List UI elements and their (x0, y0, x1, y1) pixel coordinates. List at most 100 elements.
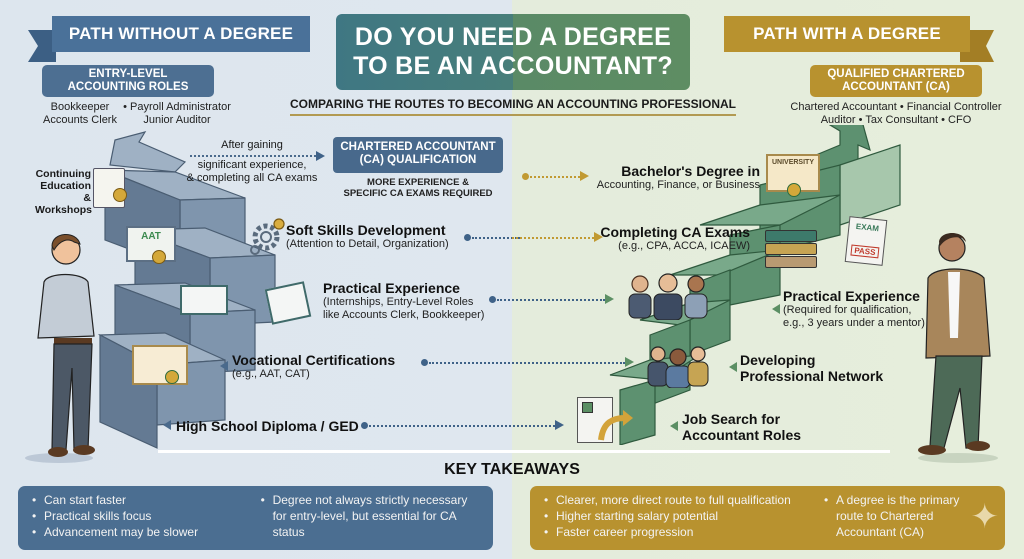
transition-line: significant experience, (197, 159, 307, 171)
diploma-seal-icon (787, 183, 801, 197)
ribbon-label: PATH WITHOUT A DEGREE (68, 24, 294, 43)
aat-label: AAT (141, 231, 161, 242)
path-with-degree-ribbon: PATH WITH A DEGREE (724, 16, 970, 52)
note-line: MORE EXPERIENCE & (367, 177, 469, 188)
role-item: • Payroll Administrator (123, 101, 231, 113)
entry-level-roles-box: ENTRY-LEVEL ACCOUNTING ROLES (42, 65, 214, 97)
person-with-degree-illustration (918, 233, 998, 463)
connector-arrowhead-icon (555, 420, 564, 430)
certificate-seal-icon (165, 370, 179, 384)
exam-paper-icon: EXAM PASS (844, 216, 888, 266)
takeaways-left-col2: Degree not always strictly necessary for… (261, 492, 479, 544)
pointer-left-icon (163, 420, 171, 430)
vocational-certificate-icon (132, 345, 188, 385)
transition-line: & completing all CA exams (186, 172, 318, 184)
connector-line (497, 299, 605, 301)
ca-requirement-note: MORE EXPERIENCE & SPECIFIC CA EXAMS REQU… (333, 177, 503, 199)
connector-arrowhead-icon (605, 294, 614, 304)
takeaways-left-col1: Can start faster Practical skills focus … (32, 492, 231, 544)
book-icon (765, 230, 817, 242)
ca-line-1: CHARTERED ACCOUNTANT (340, 141, 496, 153)
bachelors-degree-step: Bachelor's Degree in Accounting, Finance… (594, 163, 760, 192)
book-icon (765, 256, 817, 268)
pointer-left-icon (772, 304, 780, 314)
key-takeaways-title: KEY TAKEAWAYS (444, 461, 580, 478)
takeaway-item: Can start faster (32, 492, 231, 508)
entry-roles-col1: Bookkeeper Accounts Clerk (38, 101, 122, 127)
left-divider (158, 450, 550, 453)
page-subtitle: COMPARING THE ROUTES TO BECOMING AN ACCO… (290, 97, 736, 116)
resume-photo-icon (582, 402, 593, 413)
takeaway-item: Advancement may be slower (32, 524, 231, 540)
award-seal-icon (113, 188, 127, 202)
step-title: Vocational Certifications (232, 352, 396, 368)
pointer-left-icon (220, 361, 228, 371)
network-people-icon (647, 346, 709, 388)
curved-arrow-icon (598, 410, 633, 441)
role-item: Accounts Clerk (43, 114, 117, 126)
step-subtitle: (e.g., CPA, ACCA, ICAEW) (618, 240, 750, 252)
step-title: Soft Skills Development (286, 222, 446, 238)
step-title: Professional Network (740, 368, 884, 384)
connector-dot (522, 173, 529, 180)
transition-line: After gaining (221, 139, 283, 151)
step-subtitle: (Required for qualification, (783, 304, 912, 316)
diploma-label: UNIVERSITY (771, 159, 814, 166)
step-title: High School Diploma / GED (176, 418, 359, 434)
label-line: Continuing (35, 168, 91, 180)
ca-line-2: (CA) QUALIFICATION (359, 154, 477, 166)
professional-network-step: Developing Professional Network (740, 352, 883, 384)
connector-line (530, 176, 580, 178)
step-subtitle: (Internships, Entry-Level Roles (323, 296, 474, 308)
takeaways-without-degree: Can start faster Practical skills focus … (18, 486, 493, 550)
title-line-1: DO YOU NEED A DEGREE (354, 23, 672, 51)
page-title: DO YOU NEED A DEGREE TO BE AN ACCOUNTANT… (336, 14, 690, 90)
role-item: Bookkeeper (50, 101, 110, 113)
practical-experience-right-step: Practical Experience (Required for quali… (783, 288, 925, 330)
step-title: Practical Experience (783, 288, 920, 304)
title-line-2: TO BE AN ACCOUNTANT? (353, 52, 673, 80)
connector-dot (361, 422, 368, 429)
high-school-step: High School Diploma / GED (176, 418, 359, 434)
step-title: Bachelor's Degree in (621, 163, 760, 179)
ca-exams-step: Completing CA Exams (e.g., CPA, ACCA, IC… (600, 224, 750, 253)
qualified-ca-box: QUALIFIED CHARTERED ACCOUNTANT (CA) (810, 65, 982, 97)
ribbon-seal-icon (152, 250, 166, 264)
ca-roles: Chartered Accountant • Financial Control… (780, 101, 1012, 127)
job-search-step: Job Search for Accountant Roles (682, 411, 801, 443)
note-line: SPECIFIC CA EXAMS REQUIRED (343, 188, 493, 199)
left-ribbon-tail (28, 30, 56, 62)
step-title: Practical Experience (323, 280, 460, 296)
step-subtitle: (Attention to Detail, Organization) (286, 238, 449, 250)
goal-line-2: ACCOUNTANT (CA) (842, 81, 950, 93)
takeaway-item: Faster career progression (544, 524, 812, 540)
takeaways-with-degree: Clearer, more direct route to full quali… (530, 486, 1005, 550)
exam-label: EXAM (855, 221, 880, 234)
takeaway-item: Higher starting salary potential (544, 508, 812, 524)
role-item: Chartered Accountant • Financial Control… (790, 101, 1002, 113)
path-without-degree-ribbon: PATH WITHOUT A DEGREE (52, 16, 310, 52)
pass-stamp: PASS (850, 244, 880, 259)
step-title: Completing CA Exams (600, 224, 750, 240)
connector-dot (464, 234, 471, 241)
takeaways-right-col2: A degree is the primary route to Charter… (824, 492, 984, 544)
label-line: Workshops (35, 204, 92, 216)
goal-line-2: ACCOUNTING ROLES (67, 81, 189, 93)
goal-line-1: ENTRY-LEVEL (88, 68, 168, 80)
connector-line (369, 425, 555, 427)
transition-arrowhead-icon (316, 151, 325, 161)
connector-line (429, 362, 625, 364)
book-icon (765, 243, 817, 255)
connector-line (512, 237, 594, 239)
takeaway-item: Degree not always strictly necessary for… (261, 492, 479, 540)
connector-arrowhead-icon (580, 171, 589, 181)
goal-line-1: QUALIFIED CHARTERED (827, 68, 965, 80)
ca-qualification-box: CHARTERED ACCOUNTANT (CA) QUALIFICATION (333, 137, 503, 173)
mentor-group-icon (628, 273, 708, 320)
sparkle-icon: ✦ (970, 498, 1000, 536)
step-title: Job Search for (682, 411, 781, 427)
person-without-degree-illustration (25, 234, 95, 463)
takeaway-item: Clearer, more direct route to full quali… (544, 492, 812, 508)
connector-arrowhead-icon (625, 357, 634, 367)
aat-certificate-icon: AAT (126, 226, 176, 262)
